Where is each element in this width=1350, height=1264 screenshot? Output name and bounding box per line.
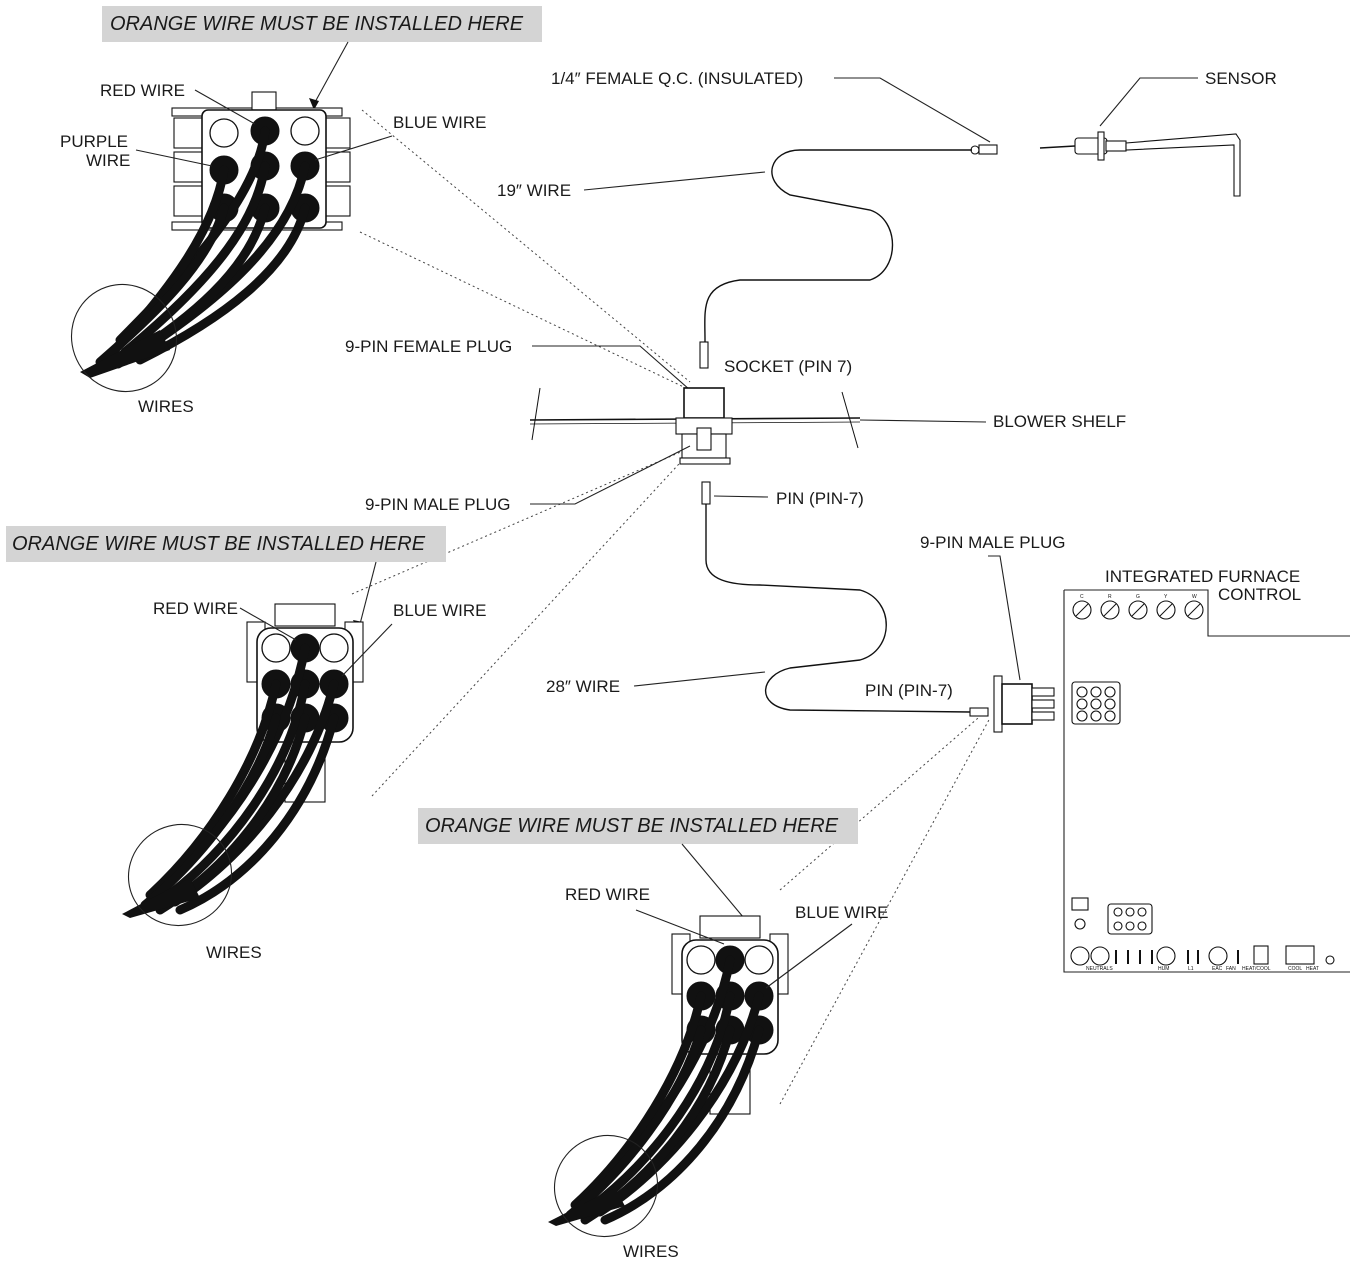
orange-wire-note-3: ORANGE WIRE MUST BE INSTALLED HERE [425, 815, 839, 837]
blue-wire-label-2: BLUE WIRE [393, 601, 487, 620]
wires-label-3: WIRES [623, 1242, 679, 1261]
wires-label-1: WIRES [138, 397, 194, 416]
orange-wire-note-1: ORANGE WIRE MUST BE INSTALLED HERE [110, 13, 524, 35]
male-plug-label-2: 9-PIN MALE PLUG [920, 533, 1066, 552]
pin-pin7-label-1: PIN (PIN-7) [776, 489, 864, 508]
connector-detail-middle: ORANGE WIRE MUST BE INSTALLED HERE WIRES… [6, 526, 487, 962]
terminal-g: G [1136, 594, 1140, 600]
orange-wire-note-2: ORANGE WIRE MUST BE INSTALLED HERE [12, 533, 426, 555]
ifc-label-line1: INTEGRATED FURNACE [1105, 567, 1300, 586]
connector-detail-top: ORANGE WIRE MUST BE INSTALLED HERE [60, 6, 542, 416]
red-wire-label-3: RED WIRE [565, 885, 650, 904]
wires-label-2: WIRES [206, 943, 262, 962]
sensor [1039, 131, 1241, 197]
blower-shelf-plug [529, 387, 861, 465]
purple-wire-label-line1: PURPLE [60, 132, 128, 151]
male-plug-label-1: 9-PIN MALE PLUG [365, 495, 511, 514]
purple-wire-label-line2: WIRE [86, 151, 130, 170]
blue-wire-label-1: BLUE WIRE [393, 113, 487, 132]
projection-lines [351, 109, 991, 1105]
board-6pin-header [1071, 897, 1153, 935]
terminal-eac: EAC [1212, 966, 1223, 972]
wire-28-label: 28″ WIRE [546, 677, 620, 696]
ifc-label-line2: CONTROL [1218, 585, 1301, 604]
pin-pin7-label-2: PIN (PIN-7) [865, 681, 953, 700]
blower-shelf-label: BLOWER SHELF [993, 412, 1126, 431]
integrated-furnace-control: 9-PIN MALE PLUG INTEGRATED FURNACE CONTR… [920, 533, 1350, 973]
terminal-neutrals: NEUTRALS [1086, 966, 1113, 972]
red-wire-label-2: RED WIRE [153, 599, 238, 618]
orange-wire-banner-1 [102, 6, 542, 42]
board-9pin-header [1071, 681, 1121, 725]
cable-assembly: 1/4″ FEMALE Q.C. (INSULATED) 19″ WIRE SE… [345, 69, 1277, 717]
terminal-l1: L1 [1188, 966, 1194, 972]
terminal-cool: COOL [1288, 966, 1302, 972]
connector-detail-bottom: ORANGE WIRE MUST BE INSTALLED HERE WIRES… [418, 808, 889, 1261]
terminal-hum: HUM [1158, 966, 1169, 972]
orange-wire-banner-3 [418, 808, 858, 844]
blue-wire-label-3: BLUE WIRE [795, 903, 889, 922]
thermostat-terminals: C R G Y W [1072, 594, 1204, 620]
terminal-c: C [1080, 594, 1084, 600]
sensor-label: SENSOR [1205, 69, 1277, 88]
terminal-y: Y [1164, 594, 1168, 600]
wire-19-label: 19″ WIRE [497, 181, 571, 200]
terminal-r: R [1108, 594, 1112, 600]
board-male-plug [993, 675, 1055, 733]
terminal-heat: HEAT [1306, 966, 1319, 972]
orange-wire-banner-2 [6, 526, 446, 562]
terminal-heat-cool: HEAT/COOL [1242, 966, 1271, 972]
quick-connect-label: 1/4″ FEMALE Q.C. (INSULATED) [551, 69, 803, 88]
red-wire-label-1: RED WIRE [100, 81, 185, 100]
terminal-fan: FAN [1226, 966, 1236, 972]
board-bottom-terminals: NEUTRALS HUM L1 EAC FAN HEAT/COOL COOL H… [1070, 945, 1335, 972]
socket-pin7-label: SOCKET (PIN 7) [724, 357, 852, 376]
female-plug-label: 9-PIN FEMALE PLUG [345, 337, 512, 356]
terminal-w: W [1192, 594, 1197, 600]
